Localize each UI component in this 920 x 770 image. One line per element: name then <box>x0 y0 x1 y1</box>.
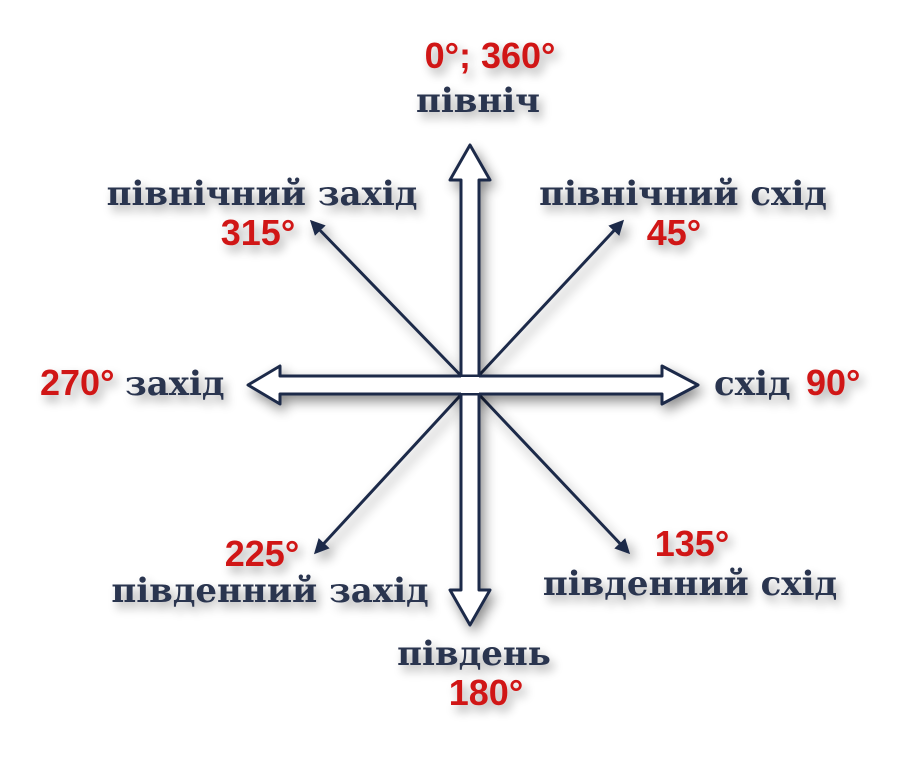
label-north: північ <box>416 81 540 121</box>
label-northwest: північний захід <box>107 174 418 214</box>
labels: 0°; 360° північ північний захід 315° пів… <box>40 35 860 713</box>
label-northeast: північний схід <box>539 174 827 214</box>
arrow-northeast <box>468 219 625 387</box>
label-east: схід <box>714 364 791 404</box>
label-south: південь <box>397 634 551 674</box>
arrow-southwest <box>313 383 472 555</box>
degree-east: 90° <box>806 362 860 403</box>
degree-north: 0°; 360° <box>425 35 556 76</box>
degree-southwest: 225° <box>225 533 299 574</box>
arrow-northwest <box>309 219 472 387</box>
degree-northwest: 315° <box>221 212 295 253</box>
degree-southeast: 135° <box>655 523 729 564</box>
degree-south: 180° <box>449 672 523 713</box>
label-southwest: південний захід <box>111 571 428 611</box>
cardinal-arrows <box>246 143 700 627</box>
degree-northeast: 45° <box>647 212 701 253</box>
label-southeast: південний схід <box>543 564 837 604</box>
diagonal-arrows <box>309 219 631 555</box>
arrow-southeast <box>468 383 631 555</box>
degree-west: 270° <box>40 362 114 403</box>
label-west: захід <box>125 364 225 404</box>
